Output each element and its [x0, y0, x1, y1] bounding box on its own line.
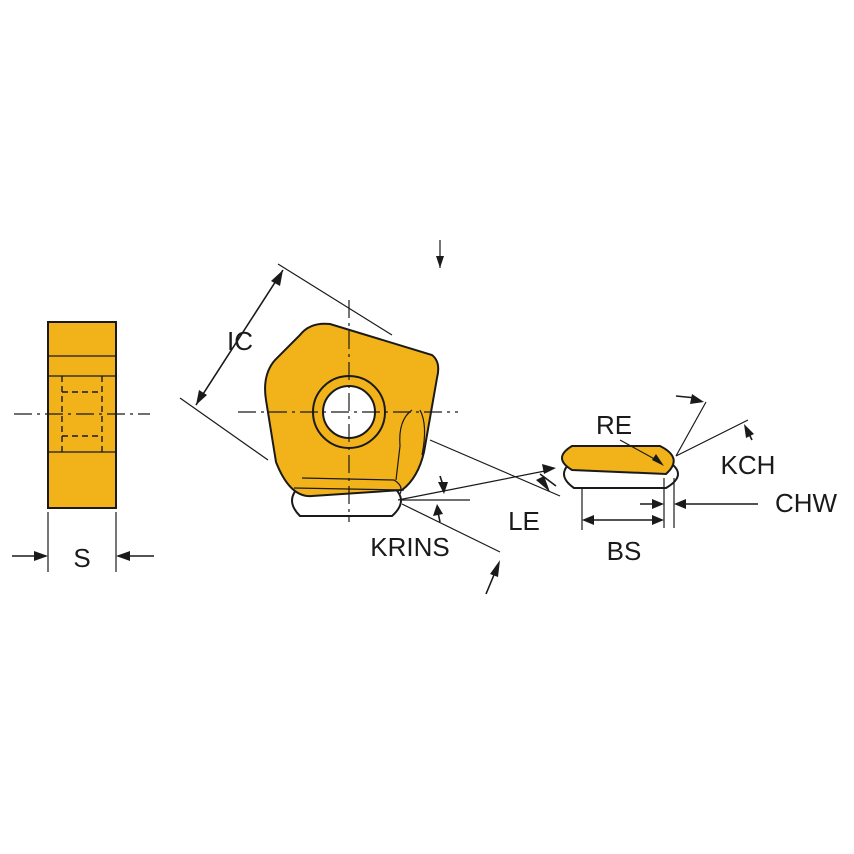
wiper-detail: RE KCH CHW BS	[561, 394, 838, 566]
label-bs: BS	[607, 536, 642, 566]
side-view-body	[47, 321, 117, 509]
krins-dimension: KRINS	[370, 240, 556, 562]
side-view: S	[12, 321, 154, 573]
le-dimension: LE	[401, 439, 561, 595]
label-krins: KRINS	[370, 532, 449, 562]
label-chw: CHW	[775, 488, 838, 518]
label-le: LE	[508, 506, 540, 536]
label-kch: KCH	[721, 450, 776, 480]
ic-dimension: IC	[179, 263, 393, 461]
label-ic: IC	[227, 326, 253, 356]
label-re: RE	[596, 410, 632, 440]
wiper-detail-insert	[561, 445, 675, 476]
top-view	[238, 300, 458, 522]
label-s: S	[73, 543, 90, 573]
